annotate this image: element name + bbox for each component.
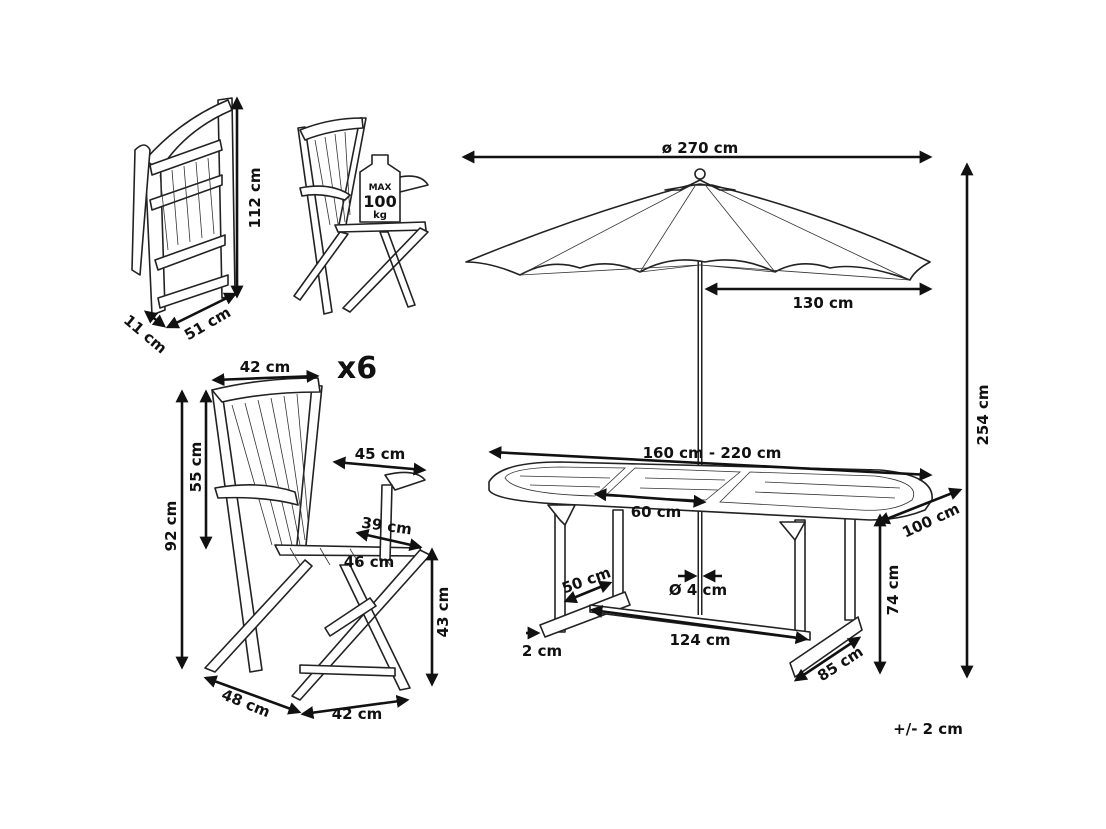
table-length-label: 160 cm - 220 cm <box>643 444 782 462</box>
umbrella-total-height-label: 254 cm <box>974 384 992 445</box>
tolerance-label: +/- 2 cm <box>893 720 963 738</box>
chair-base-width-label: 42 cm <box>332 705 383 723</box>
folded-chair-drawing <box>131 97 236 316</box>
pole-diameter-label: Ø 4 cm <box>669 581 727 599</box>
chair-seat-width-label: 46 cm <box>344 553 395 571</box>
table-extension-label: 60 cm <box>631 503 682 521</box>
max-load-label-value: 100 <box>363 192 396 211</box>
dimension-arrows <box>143 96 974 720</box>
chair-total-height-label: 92 cm <box>162 501 180 552</box>
folded-chair-thickness-label: 11 cm <box>120 311 170 357</box>
chair-armrest-depth-label: 45 cm <box>355 445 406 463</box>
chair-seat-height-label: 43 cm <box>434 587 452 638</box>
chair-drawing <box>204 377 431 701</box>
chair-max-load-drawing: MAX 100 kg <box>293 117 429 315</box>
table-stretcher-label: 124 cm <box>669 631 730 649</box>
umbrella-drawing <box>465 168 931 615</box>
folded-chair-depth-label: 51 cm <box>181 303 234 344</box>
folded-chair-height-label: 112 cm <box>246 167 264 228</box>
umbrella-diameter-label: ø 270 cm <box>662 139 739 157</box>
umbrella-height-over-table-label: 130 cm <box>792 294 853 312</box>
chair-back-height-label: 55 cm <box>187 442 205 493</box>
table-height-label: 74 cm <box>884 565 902 616</box>
chair-back-width-label: 42 cm <box>240 358 291 376</box>
chair-base-depth-label: 48 cm <box>219 686 273 722</box>
table-foot-thickness-label: 2 cm <box>522 642 562 660</box>
max-load-label-max: MAX <box>369 183 392 193</box>
chair-quantity-label: x6 <box>337 351 377 386</box>
max-load-label-unit: kg <box>373 210 387 221</box>
weight-icon <box>359 154 401 223</box>
